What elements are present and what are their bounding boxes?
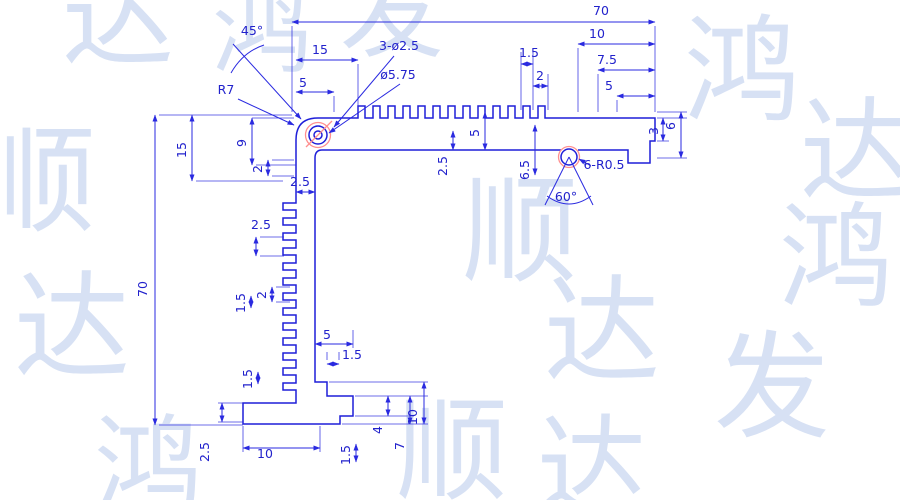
watermark-char: 达 bbox=[537, 404, 647, 500]
dimension-lines bbox=[152, 19, 684, 463]
dimension-label: 1.5 bbox=[240, 369, 255, 389]
dimension-label: 1.5 bbox=[338, 445, 353, 465]
dimension-label: 6.5 bbox=[517, 160, 532, 180]
dimension-label: 15 bbox=[312, 42, 328, 57]
dimension-label: 7 bbox=[392, 442, 407, 450]
dimension-label: 7.5 bbox=[597, 52, 617, 67]
watermark-char: 鸿 bbox=[94, 406, 202, 500]
watermark-char: 发 bbox=[340, 0, 444, 73]
highlight-circle-corner bbox=[304, 121, 332, 149]
dimension-label: ø5.75 bbox=[380, 67, 415, 82]
dimension-label: 5 bbox=[605, 78, 613, 93]
corner-hole-circle bbox=[313, 130, 323, 140]
dimension-label: 1.5 bbox=[519, 45, 539, 60]
watermark-char: 顺 bbox=[462, 165, 578, 300]
watermark-char: 顺 bbox=[0, 115, 96, 250]
watermark-char: 达 bbox=[544, 265, 660, 400]
dimension-label: 2.5 bbox=[435, 156, 450, 176]
dimension-label: 10 bbox=[257, 446, 273, 461]
watermark-char: 达 bbox=[800, 87, 900, 217]
dimension-label: 6 bbox=[663, 122, 678, 130]
leader-r7 bbox=[237, 98, 295, 126]
watermark-char: 鸿 bbox=[212, 0, 312, 89]
dimension-label: 1.5 bbox=[233, 293, 248, 313]
dimension-label: 6-R0.5 bbox=[583, 157, 624, 172]
leader-lines bbox=[230, 43, 594, 206]
dimension-label: 5 bbox=[323, 327, 331, 342]
dimension-label: 10 bbox=[589, 26, 605, 41]
highlight-circle-port bbox=[557, 145, 581, 169]
watermark-char: 达 bbox=[62, 0, 174, 83]
dimension-label: 5 bbox=[467, 129, 482, 137]
highlight-tick bbox=[305, 120, 333, 148]
dimension-label: 45° bbox=[241, 23, 263, 38]
watermark-char: 达 bbox=[14, 261, 130, 396]
dimension-label: R7 bbox=[218, 82, 235, 97]
dimension-label: 60° bbox=[555, 189, 577, 204]
dimension-label: 5 bbox=[299, 75, 307, 90]
dimension-labels: 70 45° 15 3-ø2.5 ø5.75 1.5 2 10 7.5 5 R7 5 36 70 15 9 2 2… bbox=[135, 3, 678, 465]
dimension-label: 70 bbox=[135, 281, 150, 297]
leader-6-r05 bbox=[578, 158, 592, 167]
dimension-label: 70 bbox=[593, 3, 609, 18]
dimension-label: 15 bbox=[174, 142, 189, 158]
dimension-label: 1.5 bbox=[342, 347, 362, 362]
angle-60deg bbox=[544, 156, 594, 206]
arc-45deg bbox=[230, 44, 265, 74]
watermark-char: 顺 bbox=[396, 387, 508, 500]
extension-lines bbox=[159, 26, 687, 452]
dimension-label: 2.5 bbox=[251, 217, 271, 232]
dimension-label: 10 bbox=[405, 409, 420, 425]
dimension-label: 3 bbox=[646, 127, 661, 135]
watermark-char: 鸿 bbox=[684, 5, 800, 140]
dimension-label: 9 bbox=[234, 139, 249, 147]
highlight-marks bbox=[304, 120, 581, 169]
dimension-label: 2.5 bbox=[197, 442, 212, 462]
screw-port-circle bbox=[560, 148, 578, 166]
watermark-char: 发 bbox=[714, 321, 830, 456]
dimension-label: 2 bbox=[250, 165, 265, 173]
dimension-label: 2 bbox=[536, 68, 544, 83]
dimension-label: 2.5 bbox=[290, 174, 310, 189]
leader-d575 bbox=[328, 83, 401, 134]
leader-3-holes bbox=[333, 55, 395, 128]
dimension-label: 4 bbox=[370, 426, 385, 434]
watermark-char: 鸿 bbox=[779, 192, 893, 325]
corner-boss-circle bbox=[308, 125, 328, 145]
dimension-label: 2 bbox=[254, 291, 269, 299]
dimension-label: 3-ø2.5 bbox=[379, 38, 419, 53]
